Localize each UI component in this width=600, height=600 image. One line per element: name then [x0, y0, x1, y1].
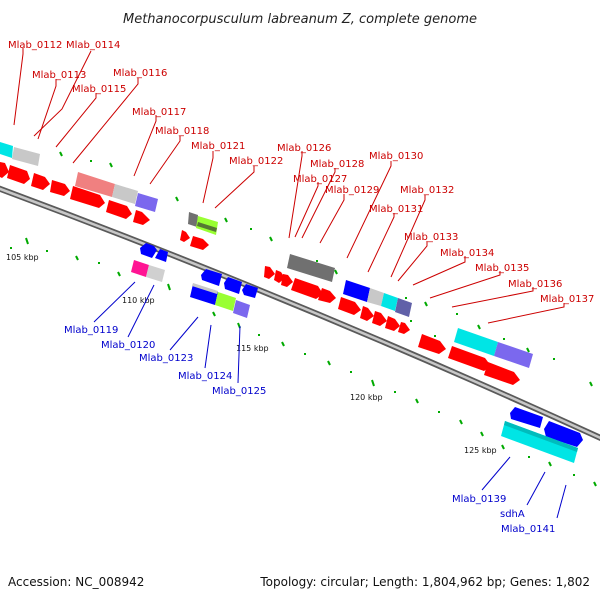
gene-0130[interactable] — [343, 280, 370, 302]
topology-text: Topology: circular; Length: 1,804,962 bp… — [259, 575, 590, 589]
forward-strand-genes — [0, 142, 533, 385]
scale-label-120: 120 kbp — [350, 393, 383, 402]
gene-0137b[interactable] — [448, 346, 491, 371]
gene-0119b[interactable] — [155, 249, 168, 262]
gene-0120b[interactable] — [146, 265, 165, 282]
gene-0116a[interactable] — [31, 173, 50, 190]
scale-label-110: 110 kbp — [122, 296, 155, 305]
label-mlab-0127[interactable]: Mlab_0127 — [293, 174, 347, 185]
gene-0136b[interactable] — [418, 334, 446, 354]
label-mlab-0133[interactable]: Mlab_0133 — [404, 232, 458, 243]
gene-0131[interactable] — [381, 293, 398, 311]
track-dots — [10, 160, 575, 476]
label-mlab-0112[interactable]: Mlab_0112 — [8, 40, 62, 51]
gene-sdhA[interactable] — [501, 421, 578, 463]
gene-0123[interactable] — [201, 269, 222, 286]
gene-0116b[interactable] — [50, 180, 70, 196]
gene-0124c[interactable] — [215, 292, 236, 311]
gene-0124[interactable] — [190, 284, 218, 305]
gene-0141[interactable] — [504, 421, 578, 452]
gene-0118c[interactable] — [133, 210, 150, 225]
label-mlab-0126[interactable]: Mlab_0126 — [277, 143, 331, 154]
gene-0131b[interactable] — [395, 298, 412, 317]
label-mlab-0141[interactable]: Mlab_0141 — [501, 524, 555, 535]
gene-0136[interactable] — [454, 328, 498, 356]
map-title: Methanocorpusculum labreanum Z, complete… — [123, 12, 477, 27]
tick-marks — [25, 151, 597, 487]
label-mlab-0128[interactable]: Mlab_0128 — [310, 159, 364, 170]
label-mlab-0122[interactable]: Mlab_0122 — [229, 156, 283, 167]
reverse-labels — [93, 281, 567, 519]
label-mlab-0123[interactable]: Mlab_0123 — [139, 353, 193, 364]
label-mlab-0139[interactable]: Mlab_0139 — [452, 494, 506, 505]
label-mlab-0116[interactable]: Mlab_0116 — [113, 68, 167, 79]
scale-label-115: 115 kbp — [236, 344, 269, 353]
label-mlab-0131[interactable]: Mlab_0131 — [369, 204, 423, 215]
gene-0117c[interactable] — [70, 186, 105, 208]
label-mlab-0130[interactable]: Mlab_0130 — [369, 151, 423, 162]
gene-0137[interactable] — [494, 342, 533, 368]
label-mlab-0132[interactable]: Mlab_0132 — [400, 185, 454, 196]
reverse-strand-genes — [131, 243, 583, 463]
gene-0115[interactable] — [7, 165, 30, 184]
gene-0124b[interactable] — [192, 283, 218, 294]
gene-0126[interactable] — [264, 266, 275, 279]
gene-0119[interactable] — [140, 243, 157, 258]
label-mlab-0121[interactable]: Mlab_0121 — [191, 141, 245, 152]
gene-0130b[interactable] — [367, 288, 384, 306]
label-mlab-0137[interactable]: Mlab_0137 — [540, 294, 594, 305]
gene-0118b[interactable] — [106, 200, 132, 219]
label-mlab-0118[interactable]: Mlab_0118 — [155, 126, 209, 137]
label-mlab-0125[interactable]: Mlab_0125 — [212, 386, 266, 397]
label-mlab-0119[interactable]: Mlab_0119 — [64, 325, 118, 336]
label-mlab-0117[interactable]: Mlab_0117 — [132, 107, 186, 118]
gene-0112[interactable] — [0, 142, 13, 158]
label-mlab-0124[interactable]: Mlab_0124 — [178, 371, 232, 382]
gene-0131c[interactable] — [338, 297, 361, 315]
gene-0129[interactable] — [318, 288, 336, 303]
gene-0117b[interactable] — [112, 184, 138, 204]
gene-0137c[interactable] — [484, 362, 520, 385]
gene-0125[interactable] — [233, 300, 250, 318]
gene-0122c[interactable] — [190, 236, 209, 250]
forward-labels — [13, 48, 565, 324]
gene-0132[interactable] — [360, 306, 374, 321]
label-mlab-0136[interactable]: Mlab_0136 — [508, 279, 562, 290]
gene-0117[interactable] — [75, 172, 115, 197]
gene-0121b[interactable] — [180, 230, 190, 242]
gene-0123c[interactable] — [242, 284, 258, 298]
gene-0121[interactable] — [188, 212, 198, 227]
accession-text: Accession: NC_008942 — [8, 575, 144, 589]
gene-0139[interactable] — [510, 407, 543, 428]
label-mlab-0115[interactable]: Mlab_0115 — [72, 84, 126, 95]
gene-0134[interactable] — [385, 316, 400, 331]
label-sdhA[interactable]: sdhA — [500, 509, 525, 520]
gene-0133[interactable] — [372, 311, 387, 326]
gene-0139b[interactable] — [544, 421, 583, 447]
gene-0114[interactable] — [0, 162, 9, 178]
label-mlab-0120[interactable]: Mlab_0120 — [101, 340, 155, 351]
label-mlab-0134[interactable]: Mlab_0134 — [440, 248, 494, 259]
gene-0127b[interactable] — [281, 274, 293, 287]
label-mlab-0114[interactable]: Mlab_0114 — [66, 40, 120, 51]
label-mlab-0113[interactable]: Mlab_0113 — [32, 70, 86, 81]
gene-0120[interactable] — [131, 260, 149, 277]
scale-label-125: 125 kbp — [464, 446, 497, 455]
gene-0113[interactable] — [12, 147, 40, 166]
gene-0128[interactable] — [291, 278, 323, 299]
gene-0127[interactable] — [287, 254, 335, 282]
gene-0135[interactable] — [398, 322, 410, 334]
scale-label-105: 105 kbp — [6, 253, 39, 262]
gene-0118[interactable] — [135, 193, 158, 212]
gene-0122b[interactable] — [197, 222, 217, 232]
label-mlab-0135[interactable]: Mlab_0135 — [475, 263, 529, 274]
gene-0123b[interactable] — [224, 277, 242, 294]
label-mlab-0129[interactable]: Mlab_0129 — [325, 185, 379, 196]
